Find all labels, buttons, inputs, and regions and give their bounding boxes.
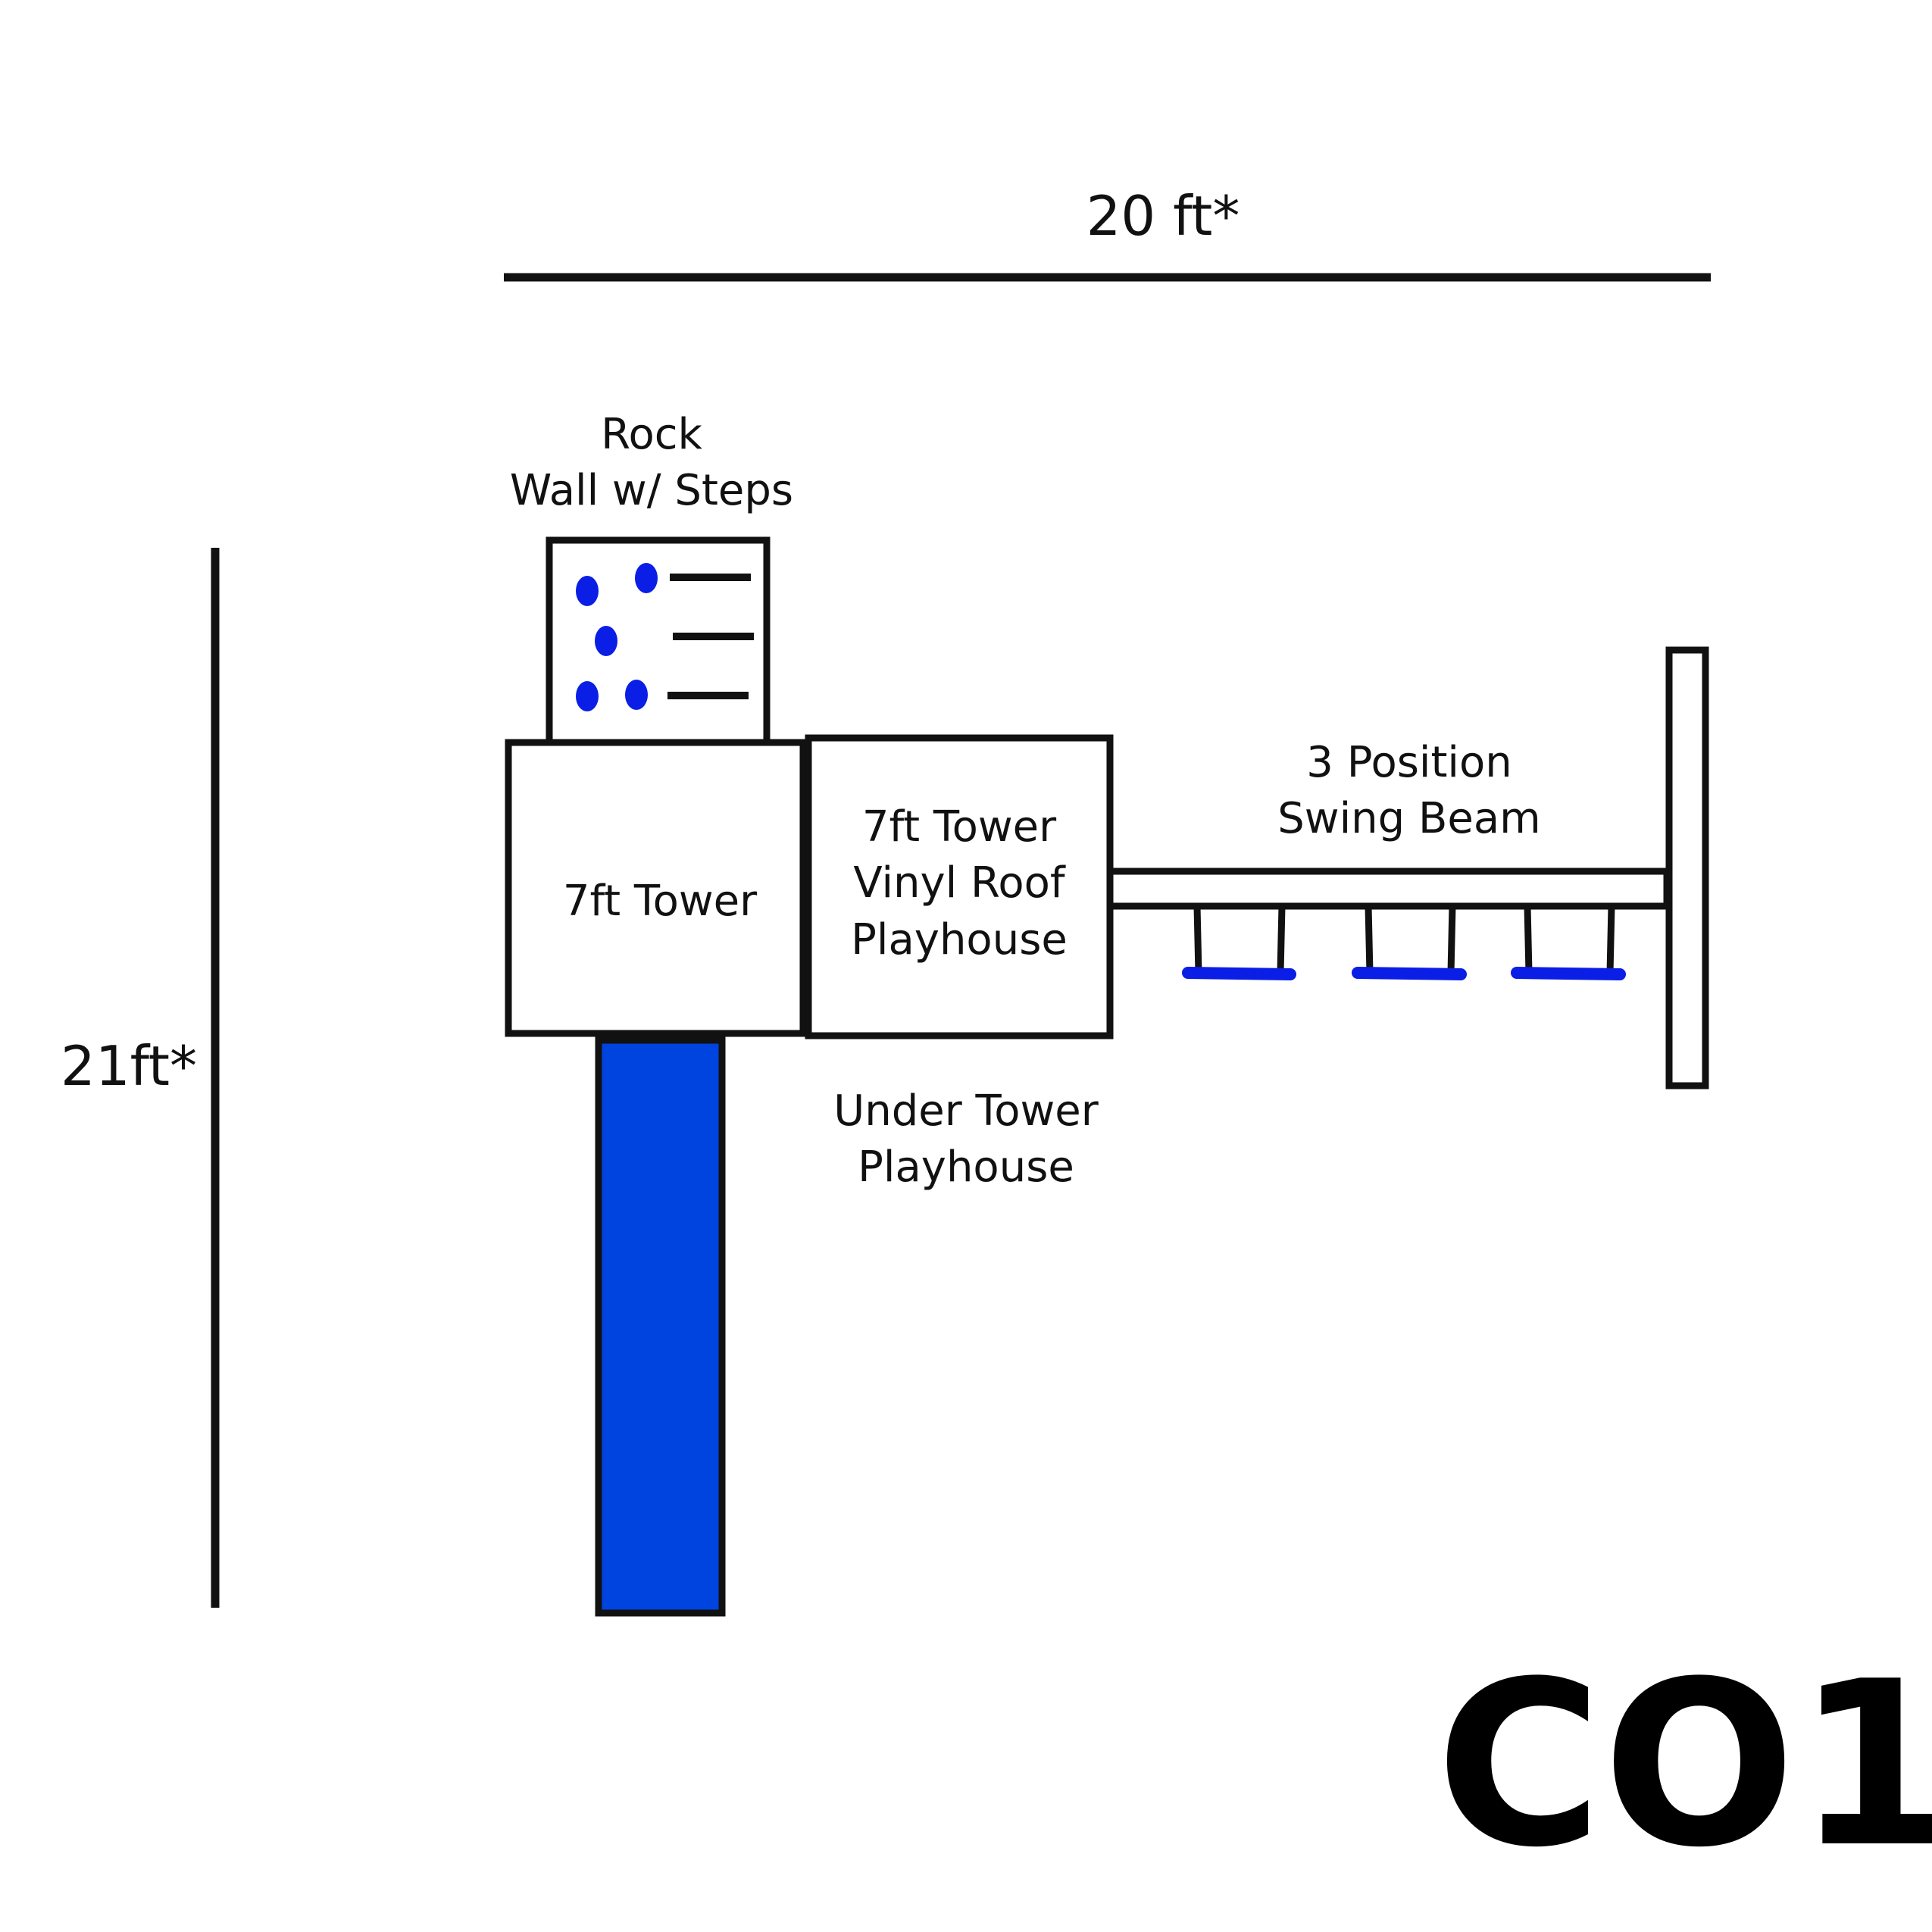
climbing-hold — [576, 681, 599, 711]
swing-seat — [1352, 967, 1467, 980]
tower-label: 7ft Tower — [562, 877, 758, 926]
roof-tower-label: 7ft Tower Vinyl Roof Playhouse — [808, 799, 1110, 968]
swing — [1511, 905, 1626, 980]
roof-tower-label-line: Playhouse — [851, 914, 1068, 964]
under-tower-label-line: Under Tower — [833, 1086, 1099, 1136]
rock-wall-label-line: Wall w/ Steps — [509, 466, 794, 516]
tower — [505, 739, 807, 1037]
height-label: 21ft* — [61, 1034, 197, 1098]
climbing-hold — [595, 626, 617, 656]
slide — [595, 1036, 726, 1617]
rock-wall-steps — [667, 574, 754, 699]
roof-tower-label-line: 7ft Tower — [861, 802, 1057, 852]
swing — [1182, 905, 1296, 980]
rock-wall-holds — [576, 563, 658, 711]
rock-wall — [546, 536, 771, 747]
under-tower-label-line: Playhouse — [858, 1143, 1074, 1193]
under-tower-label: Under Tower Playhouse — [758, 1083, 1174, 1196]
width-label: 20 ft* — [1086, 184, 1240, 248]
swing-beam-label: 3 Position Swing Beam — [1201, 735, 1618, 848]
rock-wall-label: Rock Wall w/ Steps — [424, 407, 879, 520]
swing-beam — [1106, 868, 1671, 910]
swing-beam-a-frame — [1665, 646, 1709, 1089]
climbing-hold — [576, 576, 599, 606]
roof-tower-label-line: Vinyl Roof — [853, 858, 1065, 908]
model-code: CO1 — [1436, 1633, 1932, 1897]
swing-seat — [1511, 967, 1626, 980]
swing-beam-label-line: Swing Beam — [1277, 794, 1541, 844]
rock-wall-label-line: Rock — [601, 410, 702, 459]
swing — [1352, 905, 1467, 980]
swing-seat — [1182, 967, 1296, 980]
climbing-hold — [635, 563, 658, 593]
roof-tower — [805, 734, 1114, 1039]
swing-beam-label-line: 3 Position — [1306, 738, 1512, 787]
climbing-hold — [625, 680, 648, 710]
